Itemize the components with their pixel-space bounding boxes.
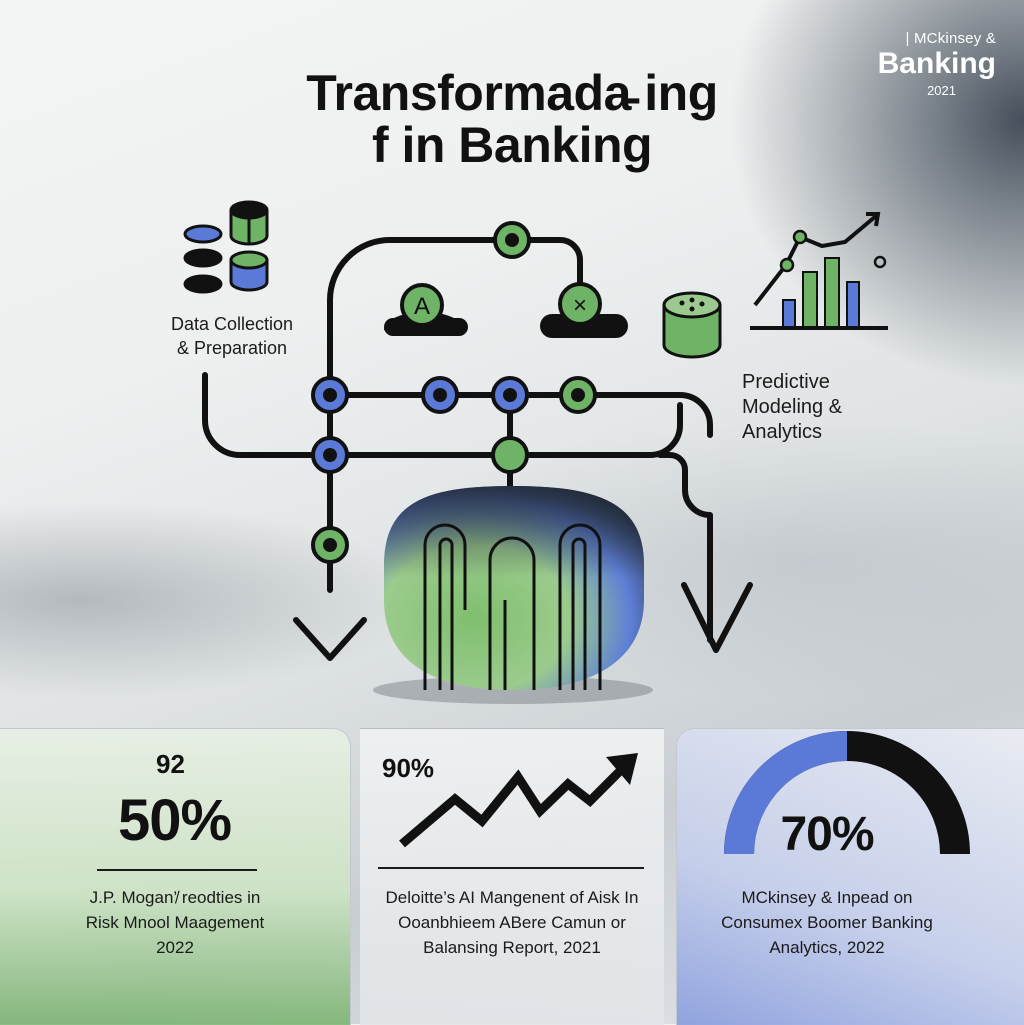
stat-source-line-2: Risk Mnool Maagement	[85, 913, 265, 932]
page-title-line-1: Transformada̵ ing	[306, 65, 718, 121]
data-collection-label: Data Collection & Preparation	[152, 312, 312, 360]
data-collection-label-line-2: & Preparation	[176, 338, 288, 358]
stat-small-value: 92	[156, 749, 185, 779]
node-green-3	[311, 526, 349, 564]
database-stack-icon	[183, 200, 269, 294]
brand-year: 2021	[927, 83, 956, 98]
pipeline-nodes	[311, 221, 597, 564]
stat-small-value: 90%	[382, 753, 435, 783]
workflow-diagram: A ×	[183, 200, 888, 704]
model-x-symbol: ×	[573, 292, 587, 319]
stat-source-line-2: Ooanbhieem ABere Camun or	[398, 913, 626, 932]
cylinder-storage-icon	[662, 291, 722, 359]
stat-card-gauge: 70% MCkinsey & Inpead on Consumex Boomer…	[676, 728, 1024, 1025]
node-blue-4	[311, 436, 349, 474]
stat-source-line-3: Analytics, 2022	[769, 938, 885, 957]
brand-name: Banking	[877, 47, 996, 80]
stat-source-line-3: Balansing Report, 2021	[423, 938, 601, 957]
stat-source-text: J.P. Mogan’̸ reodties in Risk Mnool Maag…	[40, 885, 310, 960]
brand-sup: | MCkinsey &	[905, 30, 996, 47]
model-x-node: ×	[540, 282, 628, 338]
predictive-label-line-2: Modeling &	[742, 396, 843, 418]
predictive-label-line-1: Predictive	[742, 371, 830, 393]
model-a-node: A	[384, 283, 468, 336]
stat-big-value: 50%	[118, 788, 232, 853]
data-collection-label-line-1: Data Collection	[170, 314, 294, 334]
stat-divider	[97, 869, 257, 871]
predictive-label-line-3: Analytics	[742, 421, 823, 443]
trend-arrow-icon	[399, 753, 638, 848]
model-a-letter: A	[414, 293, 430, 320]
stat-source-line-1: MCkinsey & Inpead on	[741, 888, 913, 907]
analytics-chart-icon	[750, 212, 888, 330]
node-green-2	[491, 436, 529, 474]
node-blue-1	[311, 376, 349, 414]
brand-block: | MCkinsey & Banking 2021	[846, 30, 996, 98]
bank-globe-icon	[373, 486, 653, 704]
stat-divider	[378, 867, 644, 869]
stat-source-text: MCkinsey & Inpead on Consumex Boomer Ban…	[677, 885, 977, 960]
node-green-1	[559, 376, 597, 414]
stat-card-trend: 90% Deloitte’s AI Mangenent of Aisk In O…	[360, 728, 664, 1025]
node-top-green	[493, 221, 531, 259]
stat-card-risk: 92 50% J.P. Mogan’̸ reodties in Risk Mno…	[0, 728, 351, 1025]
stat-source-line-1: J.P. Mogan’̸ reodties in	[89, 888, 261, 907]
page-title-line-2: f in Banking	[371, 117, 653, 173]
stat-source-text: Deloitte’s AI Mangenent of Aisk In Ooanb…	[360, 885, 664, 960]
node-blue-2	[421, 376, 459, 414]
stat-big-value: 70%	[780, 808, 874, 861]
stat-source-line-3: 2022	[156, 938, 194, 957]
predictive-modeling-label: Predictive Modeling & Analytics	[742, 370, 922, 445]
stat-source-line-2: Consumex Boomer Banking	[721, 913, 933, 932]
node-blue-3	[491, 376, 529, 414]
gauge-icon	[724, 731, 970, 855]
stat-source-line-1: Deloitte’s AI Mangenent of Aisk In	[385, 888, 639, 907]
